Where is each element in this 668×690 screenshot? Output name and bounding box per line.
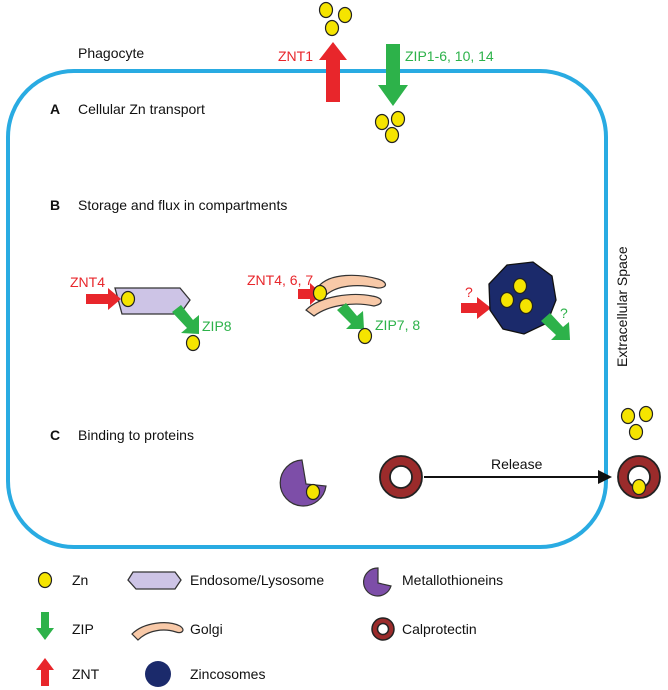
legend-endosome-label: Endosome/Lysosome <box>190 572 324 588</box>
zn-intracellular-top <box>374 110 406 144</box>
zip-golgi-label: ZIP7, 8 <box>375 317 420 333</box>
zip-membrane-label: ZIP1-6, 10, 14 <box>405 48 494 64</box>
release-arrow-head <box>598 470 612 484</box>
section-b-title: Storage and flux in compartments <box>78 197 287 213</box>
legend-metallothionein-label: Metallothioneins <box>402 572 503 588</box>
zn-metallothionein <box>305 483 321 501</box>
znt4-label: ZNT4 <box>70 274 105 290</box>
cell-membrane <box>6 69 608 549</box>
legend-zip-label: ZIP <box>72 621 94 637</box>
zn-calprotectin <box>631 478 647 496</box>
extracellular-label: Extracellular Space <box>614 246 630 367</box>
legend-znt-icon <box>36 658 54 686</box>
legend-zincosome-icon <box>145 661 171 687</box>
legend-zip-icon <box>36 612 54 640</box>
section-c-title: Binding to proteins <box>78 427 194 443</box>
unknown-out-arrow <box>541 313 570 340</box>
zn-golgi <box>312 284 328 302</box>
zn-zip8 <box>185 334 201 352</box>
legend-golgi-icon <box>131 622 184 641</box>
zn-endosome <box>120 290 136 308</box>
section-a-letter: A <box>50 101 60 117</box>
legend-calprotectin-icon <box>371 617 395 641</box>
metallothionein-shape <box>279 459 327 507</box>
zip8-label: ZIP8 <box>202 318 232 334</box>
unknown-out-label: ? <box>560 305 568 321</box>
golgi-shape <box>305 274 387 317</box>
zip-golgi-arrow <box>337 303 364 329</box>
zip-membrane-arrow <box>378 44 408 106</box>
legend-zn-label: Zn <box>72 572 88 588</box>
zn-zip-golgi <box>357 327 373 345</box>
znt1-label: ZNT1 <box>278 48 313 64</box>
section-c-letter: C <box>50 427 60 443</box>
legend-calprotectin-label: Calprotectin <box>402 621 477 637</box>
section-b-letter: B <box>50 197 60 213</box>
legend-zn-icon <box>37 571 53 589</box>
legend-metallothionein-icon <box>362 567 392 597</box>
zip8-arrow <box>172 305 199 334</box>
legend: Zn Endosome/Lysosome Metallothioneins ZI… <box>36 567 503 687</box>
section-a-title: Cellular Zn transport <box>78 101 205 117</box>
legend-golgi-label: Golgi <box>190 621 223 637</box>
legend-endosome-icon <box>127 571 182 590</box>
legend-znt-label: ZNT <box>72 666 100 682</box>
zn-extracellular-top <box>318 1 353 37</box>
znt-golgi-label: ZNT4, 6, 7 <box>247 272 313 288</box>
zn-extracellular-right <box>620 405 654 441</box>
phagocyte-label: Phagocyte <box>78 45 144 61</box>
znt1-arrow <box>319 42 347 102</box>
legend-zincosome-label: Zincosomes <box>190 666 265 682</box>
unknown-in-arrow <box>461 297 491 319</box>
release-label: Release <box>491 456 543 472</box>
calprotectin-inside <box>379 455 423 499</box>
unknown-in-label: ? <box>465 284 473 300</box>
znt4-arrow <box>86 288 121 310</box>
zincosome-shape <box>488 261 557 335</box>
